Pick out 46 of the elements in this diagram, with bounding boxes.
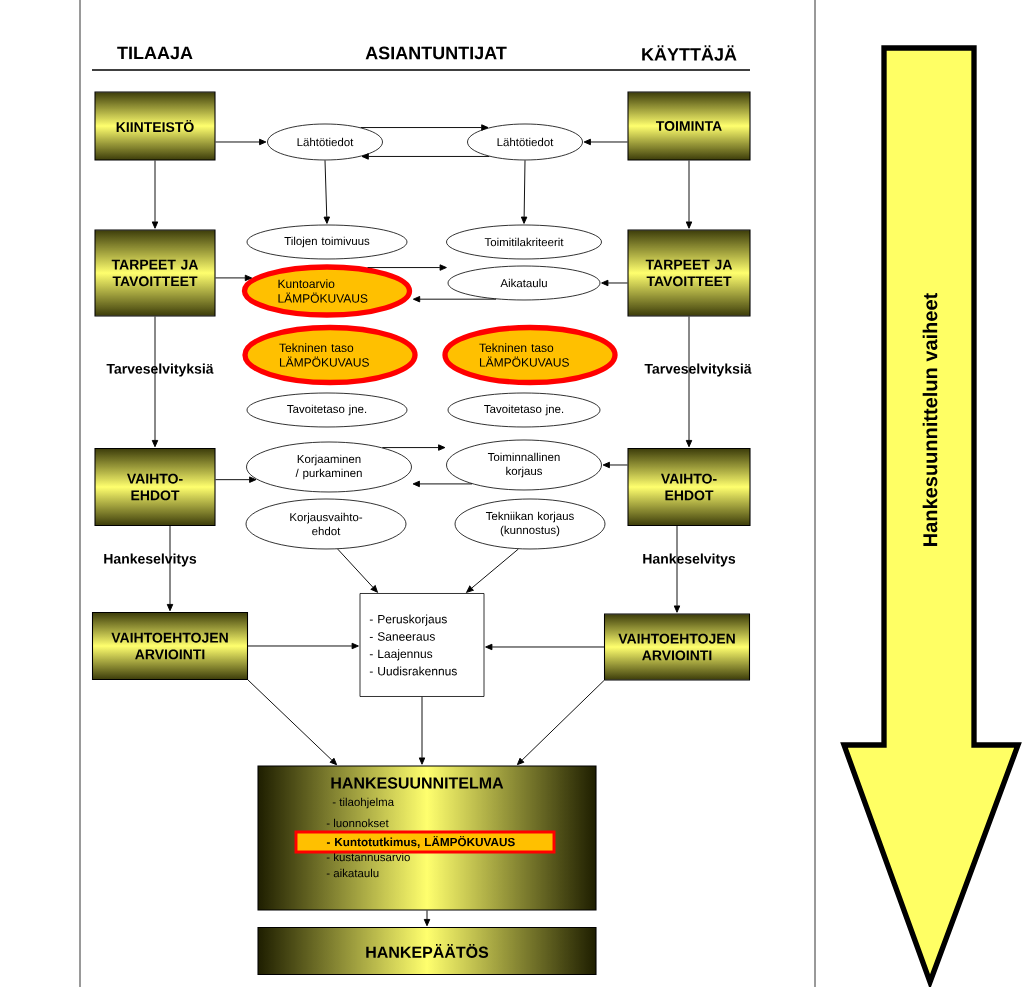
arrow	[323, 159, 330, 224]
stage-box: VAIHTO-EHDOT	[627, 447, 751, 527]
column-heading: KÄYTTÄJÄ	[642, 45, 737, 61]
stage-box: VAIHTO-EHDOT	[94, 447, 216, 527]
arrow	[673, 525, 681, 613]
column-heading: TILAAJA	[117, 46, 193, 60]
arrow	[418, 696, 426, 765]
arrow	[367, 264, 447, 271]
arrow	[601, 279, 628, 287]
option-list-box: - Peruskorjaus - Saneeraus - Laajennus - Uudisrakennus	[359, 593, 485, 697]
arrow	[485, 643, 605, 651]
arrow	[247, 642, 359, 650]
stage-box: VAIHTOEHTOJEN ARVIOINTI	[603, 613, 751, 681]
arrow	[247, 679, 338, 766]
arrow	[151, 316, 159, 448]
decision-box: HANKEPÄÄTÖS	[257, 926, 597, 976]
arrow	[412, 295, 497, 303]
column-heading: ASIANTUNTIJAT	[365, 46, 507, 60]
arrow	[516, 680, 605, 766]
highlighted-item: - Kuntotutkimus, LÄMPÖKUVAUS	[294, 830, 556, 854]
arrow	[685, 160, 693, 229]
arrow	[215, 138, 267, 146]
stage-box: KIINTEISTÖ	[94, 91, 216, 161]
phase-label: Tarveselvityksiä	[106, 363, 214, 377]
arrow	[466, 548, 519, 593]
arrow	[151, 160, 159, 229]
stage-box: TARPEET JA TAVOITTEET	[627, 229, 751, 317]
arrow	[337, 548, 378, 593]
stage-box: VAIHTOEHTOJEN ARVIOINTI	[91, 611, 249, 681]
phase-label: Hankeselvitys	[104, 553, 197, 567]
arrow	[166, 525, 174, 612]
arrow	[215, 476, 257, 483]
arrow	[215, 274, 253, 282]
arrow	[360, 124, 489, 131]
stage-box: TOIMINTA	[627, 91, 751, 161]
arrow	[602, 461, 628, 469]
arrow	[685, 316, 693, 448]
arrow	[381, 444, 446, 451]
stage-box: TARPEET JA TAVOITTEET	[94, 229, 216, 317]
phase-label: Tarveselvityksiä	[644, 363, 752, 377]
phase-label: Hankeselvitys	[643, 553, 736, 567]
arrow	[583, 138, 628, 146]
arrow	[520, 159, 528, 224]
arrow	[423, 910, 431, 927]
arrow	[412, 480, 473, 488]
arrow	[361, 153, 490, 160]
